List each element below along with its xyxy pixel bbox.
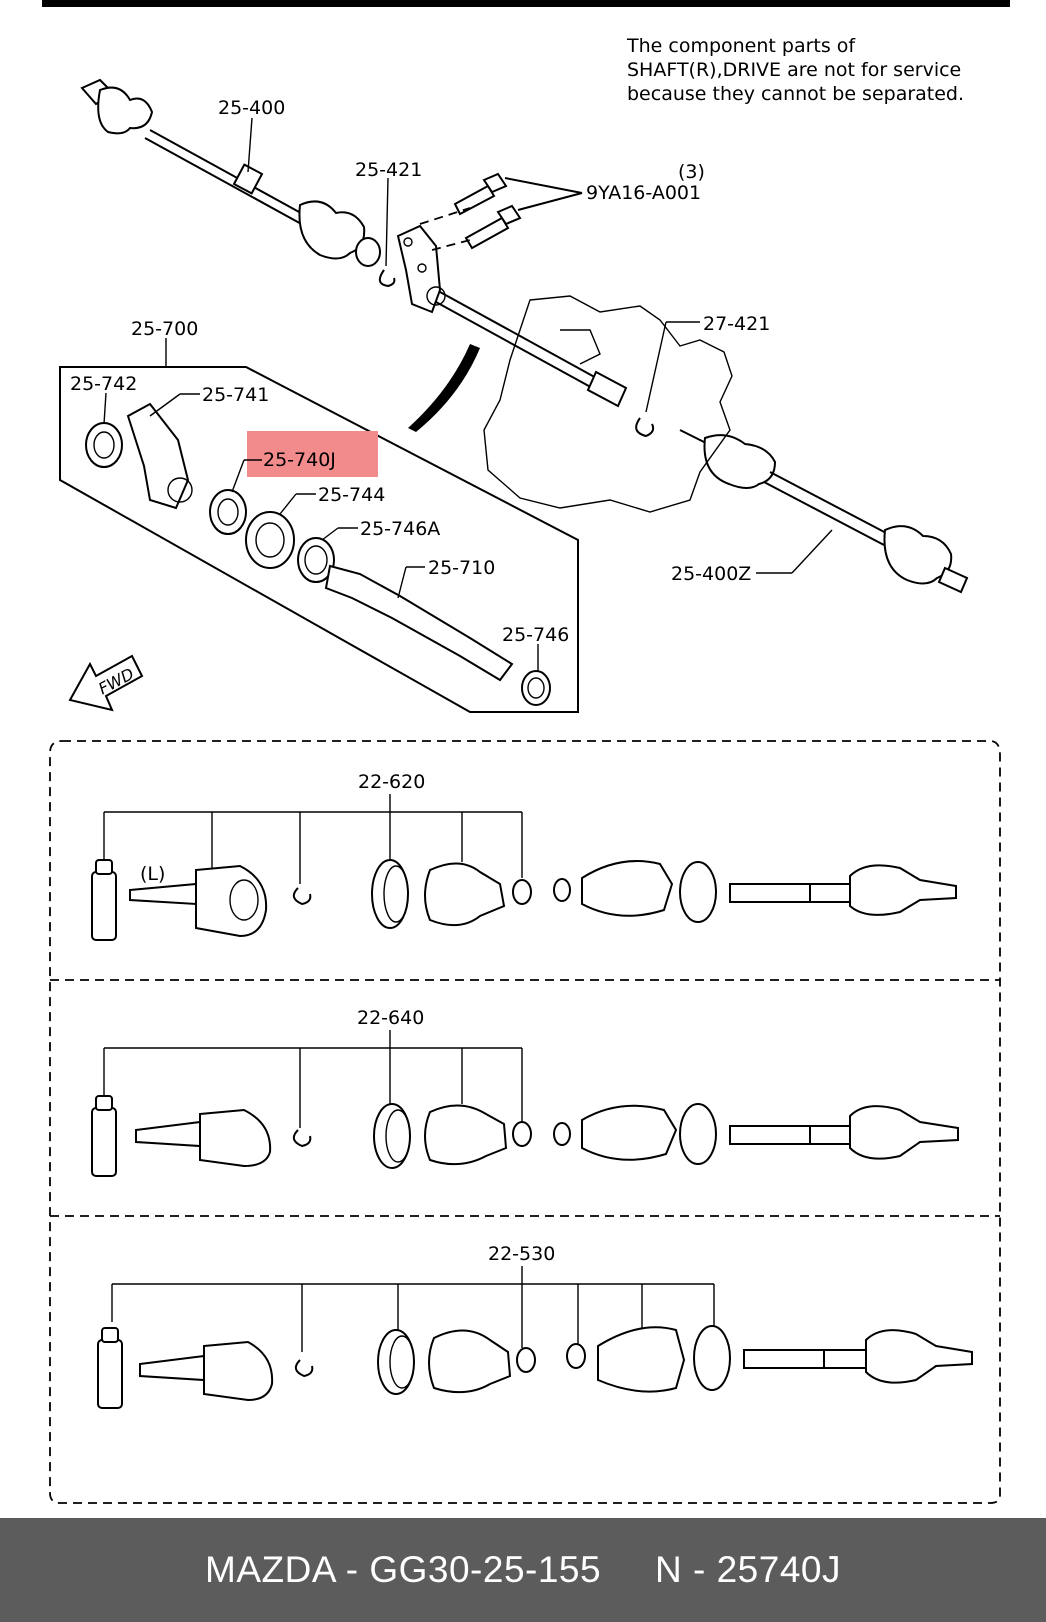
kit-row-22-640: 22-640 [91,1007,959,1177]
label-25-700: 25-700 [131,318,198,340]
note-line-3: because they cannot be separated. [627,83,964,105]
label-25-421: 25-421 [355,159,422,181]
transmission-detail [560,329,601,365]
transmission-outline [483,295,733,513]
label-25-746: 25-746 [502,624,569,646]
seal-25-742 [85,422,123,468]
seal-25-746A [297,537,335,583]
top-border [42,0,1010,7]
bracket-assembly [378,172,583,314]
label-25-741: 25-741 [202,384,269,406]
left-mark: (L) [140,863,165,885]
label-25-740J: 25-740J [263,449,336,471]
label-27-421: 27-421 [703,313,770,335]
kit-panel-frame [49,740,1001,1504]
label-25-400: 25-400 [218,97,285,119]
fwd-arrow: FWD [68,654,144,712]
bracket-25-741 [126,402,190,510]
label-25-746A: 25-746A [360,518,440,540]
label-22-620: 22-620 [358,771,425,793]
footer-brand-part: MAZDA - GG30-25-155 [205,1549,602,1590]
shaft-25-710 [324,564,514,682]
parts-diagram: The component parts of SHAFT(R),DRIVE ar… [42,0,1010,1504]
drive-shaft-left [80,78,381,267]
label-25-744: 25-744 [318,484,385,506]
note-line-1: The component parts of [626,35,856,57]
label-22-530: 22-530 [488,1243,555,1265]
label-25-710: 25-710 [428,557,495,579]
part-number-footer: MAZDA - GG30-25-155 N - 25740J [0,1518,1046,1622]
bearing-25-740J [209,489,247,535]
label-qty-3: (3) [678,161,705,183]
note-line-2: SHAFT(R),DRIVE are not for service [627,59,961,81]
label-25-400Z: 25-400Z [671,563,751,585]
label-9YA16-A001: 9YA16-A001 [586,182,701,204]
label-22-640: 22-640 [357,1007,424,1029]
leader-lines-upper [103,117,833,672]
direction-arrow [408,344,480,432]
highlight-box [247,431,378,477]
drive-shaft-right [435,291,969,594]
footer-reference: N - 25740J [655,1549,841,1590]
clip-27-421 [635,417,655,438]
kit-row-22-530: 22-530 [97,1243,973,1409]
part-25-744 [245,511,295,569]
kit-row-22-620: 22-620 (L) [91,771,957,941]
exploded-view-frame [59,366,579,713]
seal-25-746 [521,670,551,706]
label-25-742: 25-742 [70,373,137,395]
